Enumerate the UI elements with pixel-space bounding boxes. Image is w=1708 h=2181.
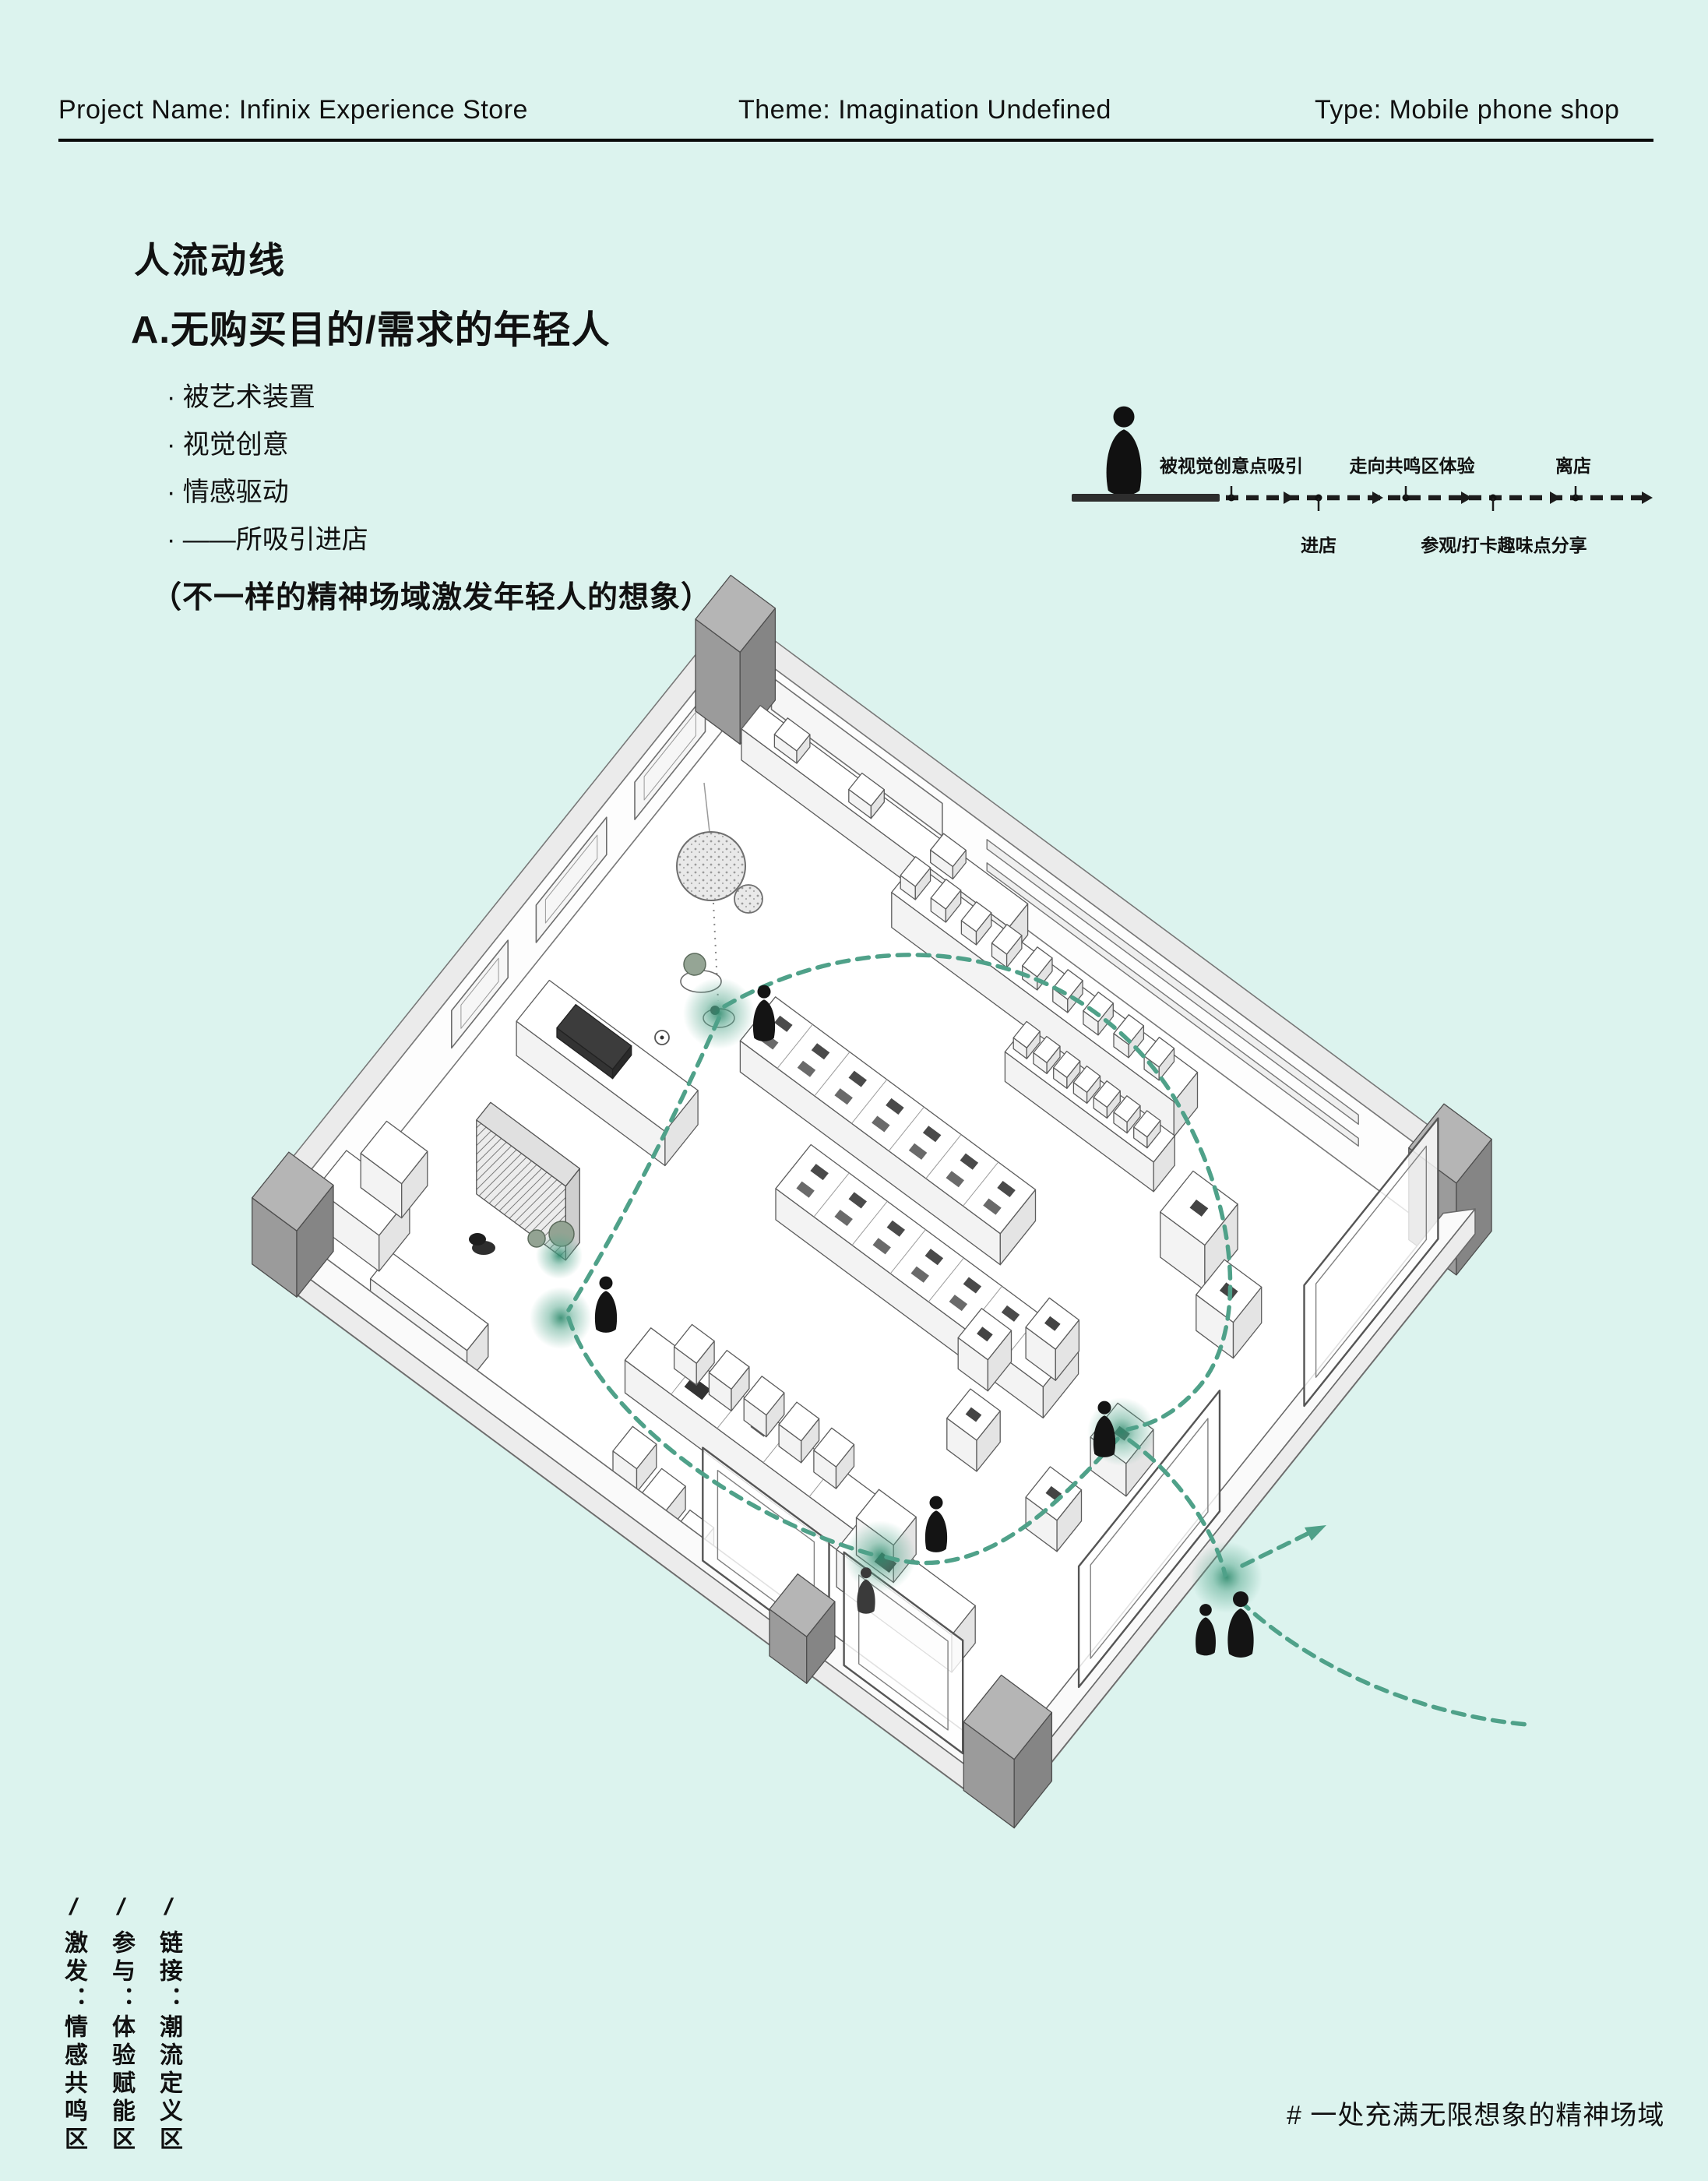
timeline-label: 被视觉创意点吸引 xyxy=(1160,456,1303,476)
persona-bullets: · 被艺术装置 · 视觉创意 · 情感驱动 · ——所吸引进店 xyxy=(167,374,368,564)
zone-label: 链接：潮流定义区 xyxy=(156,1930,181,2155)
theme-name: Theme: Imagination Undefined xyxy=(738,95,1111,125)
flow-path xyxy=(1240,1529,1315,1568)
header-divider xyxy=(58,139,1653,142)
persona-note: （不一样的精神场域激发年轻人的想象） xyxy=(151,581,713,615)
zone-label: 参与：体验赋能区 xyxy=(108,1930,134,2155)
zone-label: 激发：情感共鸣区 xyxy=(61,1930,86,2155)
section-title: 人流动线 xyxy=(134,240,287,280)
bullet-item: · 情感驱动 xyxy=(167,477,289,507)
visitor-icon xyxy=(1106,406,1142,496)
slash-mark: / xyxy=(114,1894,128,1920)
timeline-ticks xyxy=(1230,486,1577,511)
bullet-item: · 被艺术装置 xyxy=(167,382,315,412)
timeline-base-bar xyxy=(1072,494,1220,502)
zone-column: / 参与：体验赋能区 xyxy=(105,1894,136,2155)
timeline-event-dots xyxy=(1227,494,1579,502)
glow-point xyxy=(683,978,755,1049)
persona-subtitle: A.无购买目的/需求的年轻人 xyxy=(131,309,611,351)
flow-path xyxy=(1238,1598,1530,1727)
customer-journey-timeline: 被视觉创意点吸引 走向共鸣区体验 离店 进店 参观/打卡趣味点分享 xyxy=(1072,406,1653,555)
timeline-label: 进店 xyxy=(1301,535,1336,555)
timeline-label: 参观/打卡趣味点分享 xyxy=(1421,535,1587,555)
flow-path xyxy=(884,1432,1124,1566)
customer-flow xyxy=(530,953,1530,1727)
floorplan-front-walls xyxy=(252,1117,1476,1829)
store-floorplan-illustration xyxy=(252,574,1530,1829)
timeline-label: 走向共鸣区体验 xyxy=(1350,456,1475,476)
flow-path xyxy=(1127,1438,1227,1577)
art-sphere xyxy=(676,831,746,901)
zone-column: / 激发：情感共鸣区 xyxy=(58,1894,89,2155)
flow-path xyxy=(566,1016,721,1312)
glow-point xyxy=(844,1520,916,1592)
glow-point xyxy=(530,1287,592,1349)
glow-point xyxy=(1191,1541,1263,1613)
flow-arrow xyxy=(1305,1525,1326,1541)
glow-point xyxy=(536,1232,583,1279)
flow-path xyxy=(566,1316,879,1558)
slash-mark: / xyxy=(66,1894,80,1920)
zone-legend: / 激发：情感共鸣区 / 参与：体验赋能区 / 链接：潮流定义区 xyxy=(58,1894,184,2155)
slash-mark: / xyxy=(161,1894,175,1920)
flow-path xyxy=(722,953,1233,1432)
plant xyxy=(683,953,706,976)
person-marker xyxy=(1196,1604,1216,1656)
bullet-item: · 视觉创意 xyxy=(167,430,289,460)
footer-tagline: # 一处充满无限想象的精神场域 xyxy=(1287,2101,1665,2130)
project-name: Project Name: Infinix Experience Store xyxy=(58,95,528,125)
timeline-label: 离店 xyxy=(1555,456,1591,476)
bullet-item: · ——所吸引进店 xyxy=(167,525,368,555)
store-type: Type: Mobile phone shop xyxy=(1315,95,1620,125)
zone-column: / 链接：潮流定义区 xyxy=(153,1894,184,2155)
